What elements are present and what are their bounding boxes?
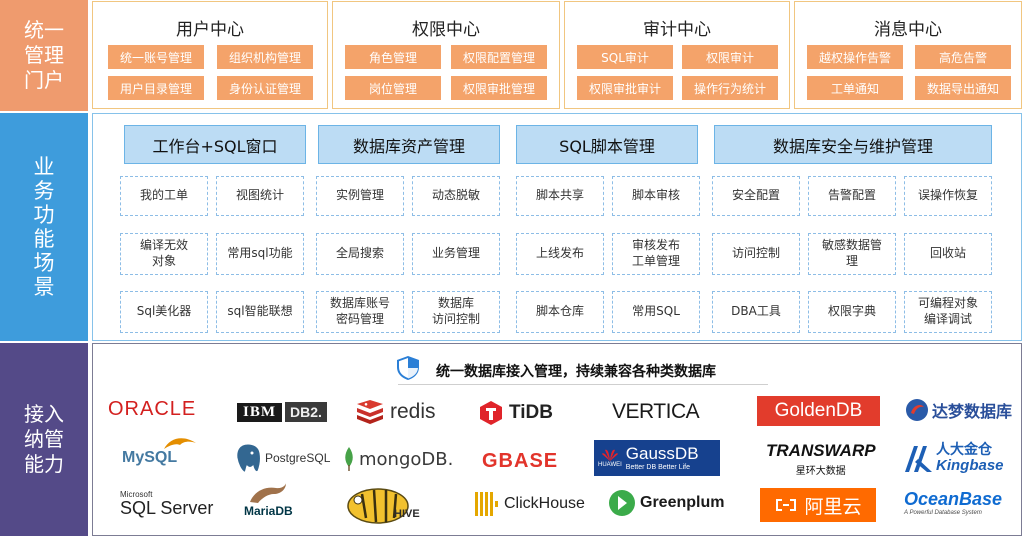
access-title-underline: [398, 384, 768, 385]
feature-cell: 脚本共享: [516, 176, 604, 216]
transwarp-logo: TRANSWARP 星环大数据: [766, 441, 876, 477]
feature-cell: 动态脱敏: [412, 176, 500, 216]
shield-icon: [397, 356, 419, 380]
permission-center-item: 权限审批管理: [451, 76, 547, 100]
feature-cell: 数据库账号 密码管理: [316, 291, 404, 333]
feature-cell: 上线发布: [516, 233, 604, 275]
message-center-item: 越权操作告警: [807, 45, 903, 69]
feature-cell: 实例管理: [316, 176, 404, 216]
access-title: 统一数据库接入管理，持续兼容各种类数据库: [436, 364, 716, 380]
section-label-access-text: 接入 纳管 能力: [24, 402, 64, 476]
audit-center-box: 审计中心 SQL审计 权限审计 权限审批审计 操作行为统计: [564, 1, 790, 109]
security-maintenance-header: 数据库安全与维护管理: [714, 125, 992, 164]
redis-logo: redis: [355, 399, 436, 425]
oceanbase-logo: OceanBase A Powerful Database System: [904, 489, 1003, 516]
clickhouse-icon: [475, 492, 498, 516]
permission-center-box: 权限中心 角色管理 权限配置管理 岗位管理 权限审批管理: [332, 1, 560, 109]
feature-cell: 权限字典: [808, 291, 896, 333]
message-center-item: 数据导出通知: [915, 76, 1011, 100]
gaussdb-logo: HUAWEI GaussDB Better DB Better Life: [594, 440, 720, 476]
feature-cell: 访问控制: [712, 233, 800, 275]
aliyun-icon: [776, 499, 797, 511]
audit-center-item: 权限审计: [682, 45, 778, 69]
feature-cell: 敏感数据管 理: [808, 233, 896, 275]
user-center-item: 组织机构管理: [217, 45, 313, 69]
feature-cell: 常用sql功能: [216, 233, 304, 275]
goldendb-logo: GoldenDB: [757, 396, 880, 426]
postgresql-logo: PostgreSQL: [234, 442, 330, 474]
user-center-item: 统一账号管理: [108, 45, 204, 69]
vertica-logo: VERTICA: [612, 400, 700, 423]
permission-center-item: 角色管理: [345, 45, 441, 69]
feature-cell: 告警配置: [808, 176, 896, 216]
gbase-logo: GBASE: [482, 450, 559, 472]
dameng-icon: [906, 399, 928, 421]
bee-icon: [347, 488, 409, 524]
seal-icon: [250, 483, 287, 503]
greenplum-icon: [609, 490, 635, 516]
feature-cell: 审核发布 工单管理: [612, 233, 700, 275]
feature-cell: 全局搜索: [316, 233, 404, 275]
feature-cell: 脚本仓库: [516, 291, 604, 333]
kingbase-icon: [905, 445, 932, 472]
audit-center-item: SQL审计: [577, 45, 673, 69]
feature-cell: DBA工具: [712, 291, 800, 333]
ibm-db2-logo: IBM DB2.: [237, 402, 327, 422]
mariadb-logo: MariaDB: [244, 482, 293, 518]
redis-icon: [357, 400, 383, 424]
aliyun-logo: 阿里云: [760, 488, 876, 522]
user-center-title: 用户中心: [176, 20, 244, 40]
message-center-title: 消息中心: [874, 20, 942, 40]
audit-center-item: 权限审批审计: [577, 76, 673, 100]
audit-center-title: 审计中心: [643, 20, 711, 40]
oracle-logo: ORACLE: [108, 398, 197, 420]
mongodb-logo: mongoDB.: [343, 446, 453, 472]
feature-cell: sql智能联想: [216, 291, 304, 333]
section-label-portal: 统一 管理 门户: [0, 0, 88, 111]
feature-cell: 数据库 访问控制: [412, 291, 500, 333]
kingbase-logo: 人大金仓 Kingbase: [902, 442, 1004, 475]
permission-center-item: 岗位管理: [345, 76, 441, 100]
dolphin-icon: [164, 438, 196, 449]
audit-center-item: 操作行为统计: [682, 76, 778, 100]
elephant-icon: [236, 443, 261, 473]
sql-script-header: SQL脚本管理: [516, 125, 698, 164]
mysql-logo: MySQL: [122, 438, 196, 467]
tidb-icon: [480, 401, 502, 425]
section-label-portal-text: 统一 管理 门户: [24, 18, 64, 92]
asset-management-header: 数据库资产管理: [318, 125, 500, 164]
feature-cell: 安全配置: [712, 176, 800, 216]
user-center-item: 用户目录管理: [108, 76, 204, 100]
hive-logo: HIVE: [344, 484, 440, 526]
feature-cell: 业务管理: [412, 233, 500, 275]
message-center-item: 高危告警: [915, 45, 1011, 69]
section-label-business-text: 业 务 功 能 场 景: [33, 154, 55, 300]
dameng-logo: 达梦数据库: [905, 398, 1012, 422]
leaf-icon: [345, 447, 353, 471]
user-center-box: 用户中心 统一账号管理 组织机构管理 用户目录管理 身份认证管理: [92, 1, 328, 109]
feature-cell: 可编程对象 编译调试: [904, 291, 992, 333]
feature-cell: 编译无效 对象: [120, 233, 208, 275]
section-label-business: 业 务 功 能 场 景: [0, 113, 88, 341]
feature-cell: 常用SQL: [612, 291, 700, 333]
feature-cell: 误操作恢复: [904, 176, 992, 216]
section-label-access: 接入 纳管 能力: [0, 343, 88, 536]
permission-center-title: 权限中心: [412, 20, 480, 40]
message-center-box: 消息中心 越权操作告警 高危告警 工单通知 数据导出通知: [794, 1, 1022, 109]
sqlserver-logo: Microsoft SQL Server: [120, 490, 214, 518]
message-center-item: 工单通知: [807, 76, 903, 100]
user-center-item: 身份认证管理: [217, 76, 313, 100]
clickhouse-logo: ClickHouse: [474, 491, 585, 517]
feature-cell: 回收站: [904, 233, 992, 275]
feature-cell: 脚本审核: [612, 176, 700, 216]
huawei-icon: [601, 449, 618, 461]
workbench-header: 工作台+SQL窗口: [124, 125, 306, 164]
tidb-logo: TiDB: [478, 400, 553, 426]
feature-cell: 视图统计: [216, 176, 304, 216]
permission-center-item: 权限配置管理: [451, 45, 547, 69]
feature-cell: 我的工单: [120, 176, 208, 216]
feature-cell: Sql美化器: [120, 291, 208, 333]
greenplum-logo: Greenplum: [608, 489, 724, 517]
